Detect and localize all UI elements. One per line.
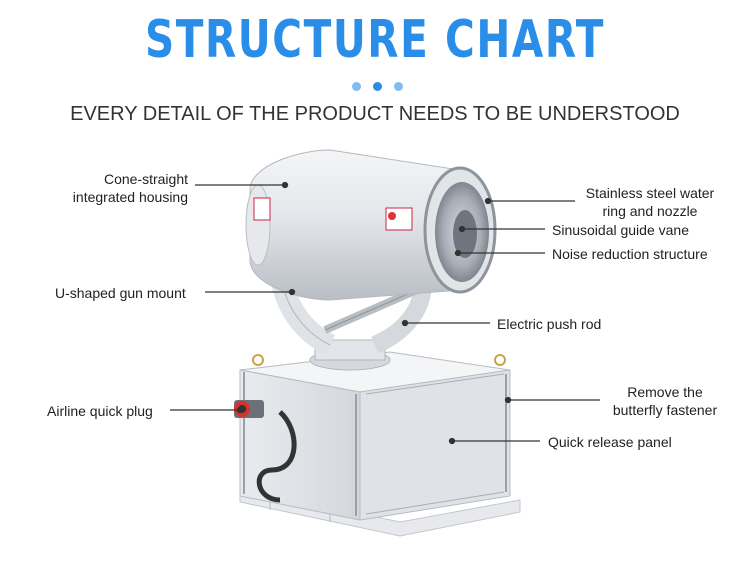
leader-lines: [170, 181, 600, 445]
decorative-dots: [352, 82, 403, 91]
turntable: [309, 339, 391, 371]
cannon-drum: [245, 149, 497, 301]
callout-airline-plug: Airline quick plug: [47, 403, 153, 419]
callout-butterfly: Remove the butterfly fastener: [612, 384, 718, 418]
callout-housing: Cone-straight integrated housing: [72, 171, 188, 205]
warning-label-icon: [253, 197, 413, 231]
dot-icon: [373, 82, 382, 91]
callout-guide-vane: Sinusoidal guide vane: [552, 222, 689, 238]
page-subtitle: EVERY DETAIL OF THE PRODUCT NEEDS TO BE …: [70, 103, 680, 125]
callout-water-ring: Stainless steel water ring and nozzle: [585, 185, 715, 219]
dot-icon: [352, 82, 361, 91]
callout-panel: Quick release panel: [548, 434, 672, 450]
page-title: STRUCTURE CHART: [144, 10, 606, 70]
dot-icon: [394, 82, 403, 91]
callout-gun-mount: U-shaped gun mount: [55, 285, 186, 301]
control-box: [239, 351, 511, 521]
callout-noise-reduction: Noise reduction structure: [552, 246, 708, 262]
callout-push-rod: Electric push rod: [497, 316, 602, 332]
